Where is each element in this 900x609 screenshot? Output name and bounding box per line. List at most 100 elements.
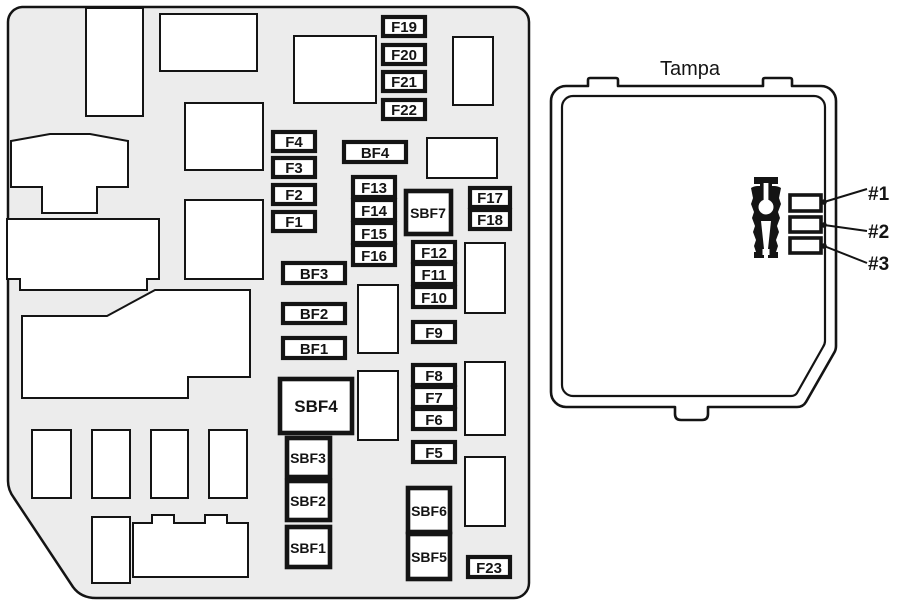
- svg-text:SBF1: SBF1: [290, 540, 326, 556]
- cover-inner-line: [560, 94, 827, 398]
- fuse-sbf6: SBF6: [405, 485, 453, 535]
- svg-text:SBF5: SBF5: [411, 549, 447, 565]
- fuse-bf1: BF1: [280, 335, 348, 361]
- fuse-puller-icon: [751, 177, 781, 258]
- svg-text:F11: F11: [421, 267, 446, 284]
- svg-text:F14: F14: [361, 203, 388, 220]
- fuse-f15: F15: [350, 220, 398, 246]
- fuse-f1: F1: [270, 209, 318, 234]
- component-block: [91, 429, 131, 499]
- component-notched-block: [132, 514, 249, 578]
- cover-title: Tampa: [660, 58, 721, 80]
- fuse-f4: F4: [270, 129, 318, 154]
- component-block: [464, 456, 506, 527]
- callout-label-3: #3: [868, 254, 889, 275]
- fuse-sbf2: SBF2: [284, 478, 333, 523]
- fuse-box-panel: F4 F3 F2 F1 F19 F20 F21 F22 BF4 BF3 BF2 …: [6, 5, 531, 600]
- svg-text:F20: F20: [391, 47, 417, 64]
- fuse-f20: F20: [380, 42, 428, 67]
- component-block: [184, 102, 264, 171]
- fuse-f3: F3: [270, 155, 318, 180]
- fuse-sbf7: SBF7: [403, 188, 454, 237]
- component-block: [159, 13, 258, 72]
- component-tray: [6, 218, 160, 291]
- fuse-f14: F14: [350, 197, 398, 223]
- svg-text:F4: F4: [285, 134, 303, 151]
- fuse-f22: F22: [380, 97, 428, 122]
- svg-text:F1: F1: [285, 214, 303, 231]
- fuse-f7: F7: [410, 384, 458, 410]
- fuse-f10: F10: [410, 284, 458, 310]
- component-shapes: [6, 7, 506, 584]
- callout-dot-1: [821, 199, 827, 205]
- fuse-f5: F5: [410, 439, 458, 465]
- fuse-sbf3: SBF3: [284, 435, 333, 480]
- fuse-bf2: BF2: [280, 301, 348, 326]
- svg-text:F15: F15: [361, 226, 387, 243]
- component-block: [464, 361, 506, 436]
- fuse-f2: F2: [270, 182, 318, 207]
- fuse-f21: F21: [380, 69, 428, 94]
- svg-text:F10: F10: [421, 290, 447, 307]
- fuse-f18: F18: [467, 207, 513, 232]
- svg-text:SBF3: SBF3: [290, 450, 326, 466]
- fuse-f12: F12: [410, 239, 458, 265]
- svg-text:SBF7: SBF7: [410, 205, 446, 221]
- component-block: [357, 284, 399, 354]
- callout-label-2: #2: [868, 222, 889, 243]
- component-block: [293, 35, 377, 104]
- callout-line-3: [823, 245, 868, 264]
- svg-text:F3: F3: [285, 160, 303, 177]
- fuse-bf3: BF3: [280, 260, 348, 286]
- svg-text:F12: F12: [421, 245, 447, 262]
- component-large-block: [21, 289, 251, 399]
- svg-text:F8: F8: [425, 368, 443, 385]
- fuse-box-cover: Tampa #1 #2 #3: [549, 58, 890, 422]
- component-block: [91, 516, 131, 584]
- svg-text:F5: F5: [425, 445, 443, 462]
- svg-text:BF2: BF2: [300, 306, 328, 323]
- callout-dot-2: [821, 222, 827, 228]
- component-block: [208, 429, 248, 499]
- cover-fuse-1: [788, 193, 823, 213]
- callout-dot-3: [821, 243, 827, 249]
- callout-label-1: #1: [868, 184, 890, 205]
- fuse-f6: F6: [410, 406, 458, 432]
- component-block: [426, 137, 498, 179]
- fuse-f11: F11: [410, 261, 458, 287]
- component-block: [464, 242, 506, 314]
- component-block: [85, 7, 144, 117]
- svg-text:SBF6: SBF6: [411, 503, 447, 519]
- callout-line-1: [823, 188, 868, 203]
- fuse-sbf1: SBF1: [284, 524, 333, 570]
- svg-text:F21: F21: [391, 74, 417, 91]
- svg-text:F9: F9: [425, 325, 443, 342]
- svg-text:BF4: BF4: [361, 145, 390, 162]
- component-block: [31, 429, 72, 499]
- fuse-f8: F8: [410, 362, 458, 388]
- fuse-f16: F16: [350, 242, 398, 268]
- svg-text:F16: F16: [361, 248, 387, 265]
- svg-text:F22: F22: [391, 102, 417, 119]
- fuse-f13: F13: [350, 174, 398, 200]
- cover-fuse-3: [788, 236, 823, 255]
- svg-text:F6: F6: [425, 412, 443, 429]
- fuse-sbf4: SBF4: [277, 376, 355, 436]
- callout-line-2: [823, 224, 868, 232]
- fuse-f9: F9: [410, 319, 458, 345]
- component-connector: [10, 133, 129, 214]
- svg-text:BF3: BF3: [300, 266, 328, 283]
- svg-text:F2: F2: [285, 187, 303, 204]
- component-block: [357, 370, 399, 441]
- fuse-f19: F19: [380, 14, 428, 39]
- component-block: [452, 36, 494, 106]
- svg-text:SBF2: SBF2: [290, 493, 326, 509]
- fuse-bf4: BF4: [341, 139, 409, 165]
- svg-text:BF1: BF1: [300, 341, 328, 358]
- component-block: [184, 199, 264, 280]
- svg-text:SBF4: SBF4: [294, 397, 338, 416]
- fuse-sbf5: SBF5: [405, 531, 453, 582]
- cover-outline: [549, 76, 838, 422]
- fuse-f23: F23: [465, 554, 513, 580]
